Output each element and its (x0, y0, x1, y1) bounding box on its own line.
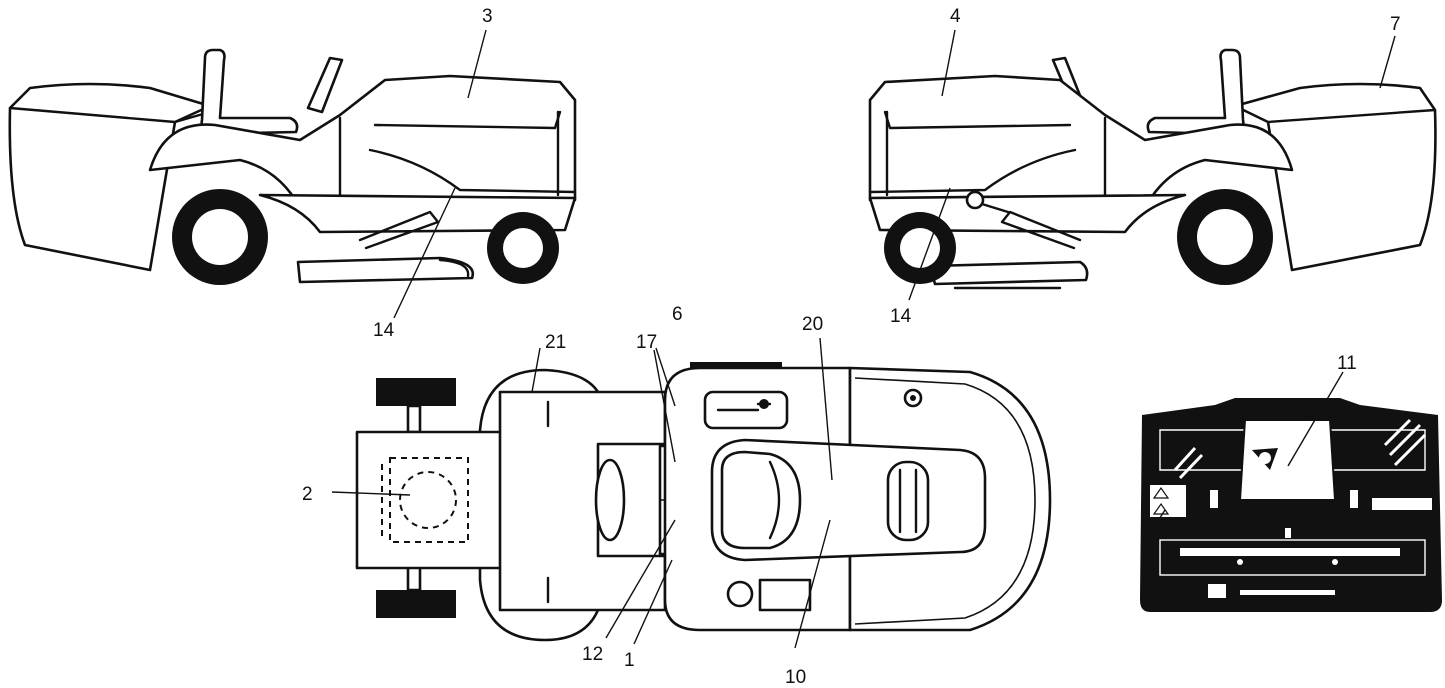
grass-collector-rear-view (1140, 398, 1442, 612)
tractor-top-view (355, 362, 1052, 642)
callout-3: 3 (482, 6, 493, 27)
callout-20: 20 (802, 314, 823, 335)
callout-17: 17 (636, 332, 657, 353)
callout-12: 12 (582, 644, 603, 665)
callout-14-right: 14 (890, 306, 912, 327)
callout-2: 2 (302, 484, 313, 505)
callout-7: 7 (1390, 14, 1401, 35)
callout-11: 11 (1337, 353, 1357, 374)
callout-10: 10 (785, 667, 806, 688)
callout-21: 21 (545, 332, 566, 353)
callout-4: 4 (950, 6, 961, 27)
callout-14-left: 14 (373, 320, 395, 341)
tractor-left-side-view (8, 48, 577, 285)
tractor-right-side-view (868, 48, 1437, 290)
leader-lines (331, 29, 1396, 649)
callout-1: 1 (624, 650, 635, 671)
callout-6: 6 (672, 304, 683, 325)
